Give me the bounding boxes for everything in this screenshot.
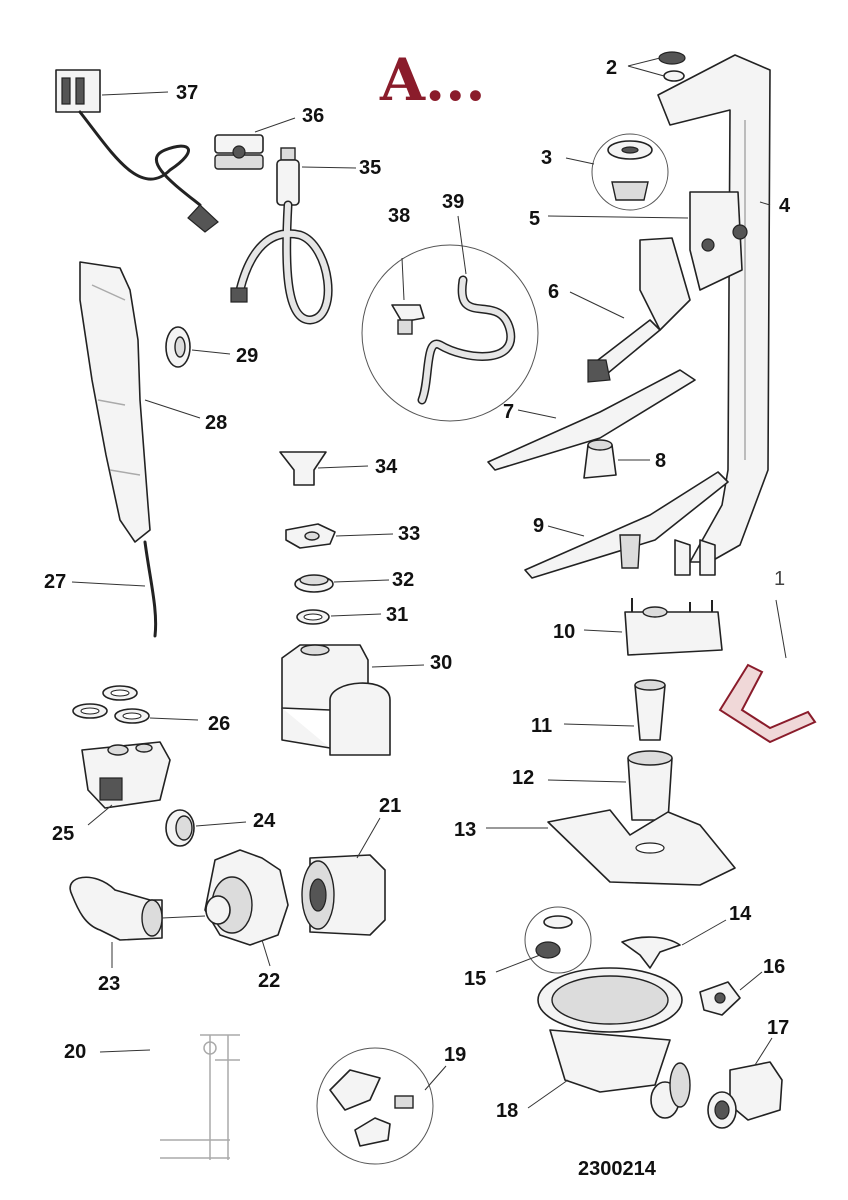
callout-18: 18 (496, 1100, 518, 1122)
callout-31: 31 (386, 604, 408, 626)
callout-2: 2 (606, 57, 617, 79)
callout-22: 22 (258, 970, 280, 992)
part-36-clip (214, 134, 264, 170)
part-8-bearing (583, 439, 617, 479)
part-35-inlet-hose (230, 147, 333, 325)
callout-30: 30 (430, 652, 452, 674)
callout-6: 6 (548, 281, 559, 303)
part-15-seal-set (535, 915, 573, 959)
part-19-float-parts (329, 1069, 414, 1147)
part-17-drain-pump (707, 1061, 783, 1129)
callout-11: 11 (531, 715, 552, 737)
callout-26: 26 (208, 713, 230, 735)
part-7-upper-spray-arm (487, 369, 696, 471)
part-3-filter-cap (607, 140, 653, 201)
part-13-flat-filter (547, 809, 736, 886)
part-2-nut (658, 51, 686, 82)
callout-9: 9 (533, 515, 544, 537)
part-11-filter (634, 679, 666, 741)
part-30-salt-container (281, 644, 391, 756)
callout-1: 1 (774, 568, 785, 590)
part-10-bracket (624, 598, 723, 656)
part-18-sump (537, 967, 691, 1119)
callout-14: 14 (729, 903, 752, 925)
part-6-arm-mount (587, 237, 691, 383)
drawing-code: 2300214 (578, 1158, 657, 1180)
callout-5: 5 (529, 208, 540, 230)
part-28-side-panel (79, 261, 151, 543)
part-5-manifold (689, 191, 748, 291)
detail-circle-3 (591, 133, 669, 211)
part-26-rings (72, 685, 150, 724)
callout-39: 39 (442, 191, 464, 213)
callout-8: 8 (655, 450, 666, 472)
part-33-cover (285, 523, 336, 549)
callout-7: 7 (503, 401, 514, 423)
part-9-lower-spray-arm (524, 471, 729, 579)
part-1-rack-clip (718, 663, 817, 744)
callout-12: 12 (512, 767, 534, 789)
part-20-harness (160, 1034, 240, 1160)
callout-20: 20 (64, 1041, 86, 1063)
callout-17: 17 (767, 1017, 789, 1039)
part-38-valve (391, 304, 425, 335)
part-12-filter-cup (627, 750, 673, 821)
callout-21: 21 (379, 795, 401, 817)
detail-circle-38-39 (361, 244, 539, 422)
part-16-valve (699, 981, 741, 1016)
part-22-pump-housing (204, 849, 289, 946)
callout-13: 13 (454, 819, 476, 841)
callout-29: 29 (236, 345, 258, 367)
callout-36: 36 (302, 105, 324, 127)
callout-23: 23 (98, 973, 120, 995)
callout-24: 24 (253, 810, 276, 832)
callout-labels: 1 2 3 4 5 6 7 8 9 10 11 12 13 14 15 16 1… (44, 57, 791, 1122)
callout-16: 16 (763, 956, 785, 978)
detail-circle-15 (524, 906, 592, 974)
part-32-nut (294, 574, 334, 593)
part-34-funnel (279, 451, 327, 486)
part-39-hose (417, 275, 516, 405)
callout-10: 10 (553, 621, 575, 643)
part-37-power-cord (55, 69, 219, 233)
part-31-seal (296, 609, 330, 625)
part-14-clip (621, 936, 681, 969)
callout-19: 19 (444, 1044, 466, 1066)
callout-33: 33 (398, 523, 420, 545)
callout-34: 34 (375, 456, 398, 478)
callout-4: 4 (779, 195, 791, 217)
part-21-motor (301, 854, 386, 936)
callout-15: 15 (464, 968, 486, 990)
part-25-housing (81, 741, 171, 809)
part-27-drain-tube (143, 540, 158, 638)
part-4-spray-tube (657, 54, 771, 576)
part-24-coupling (165, 809, 195, 847)
callout-38: 38 (388, 205, 410, 227)
callout-28: 28 (205, 412, 227, 434)
part-29-grommet (165, 326, 191, 368)
callout-37: 37 (176, 82, 198, 104)
diagram-heading: A... (379, 46, 486, 114)
callout-25: 25 (52, 823, 74, 845)
detail-circle-19 (316, 1047, 434, 1165)
callout-3: 3 (541, 147, 552, 169)
callout-32: 32 (392, 569, 414, 591)
callout-27: 27 (44, 571, 66, 593)
callout-35: 35 (359, 157, 381, 179)
part-23-elbow-hose (69, 876, 163, 941)
